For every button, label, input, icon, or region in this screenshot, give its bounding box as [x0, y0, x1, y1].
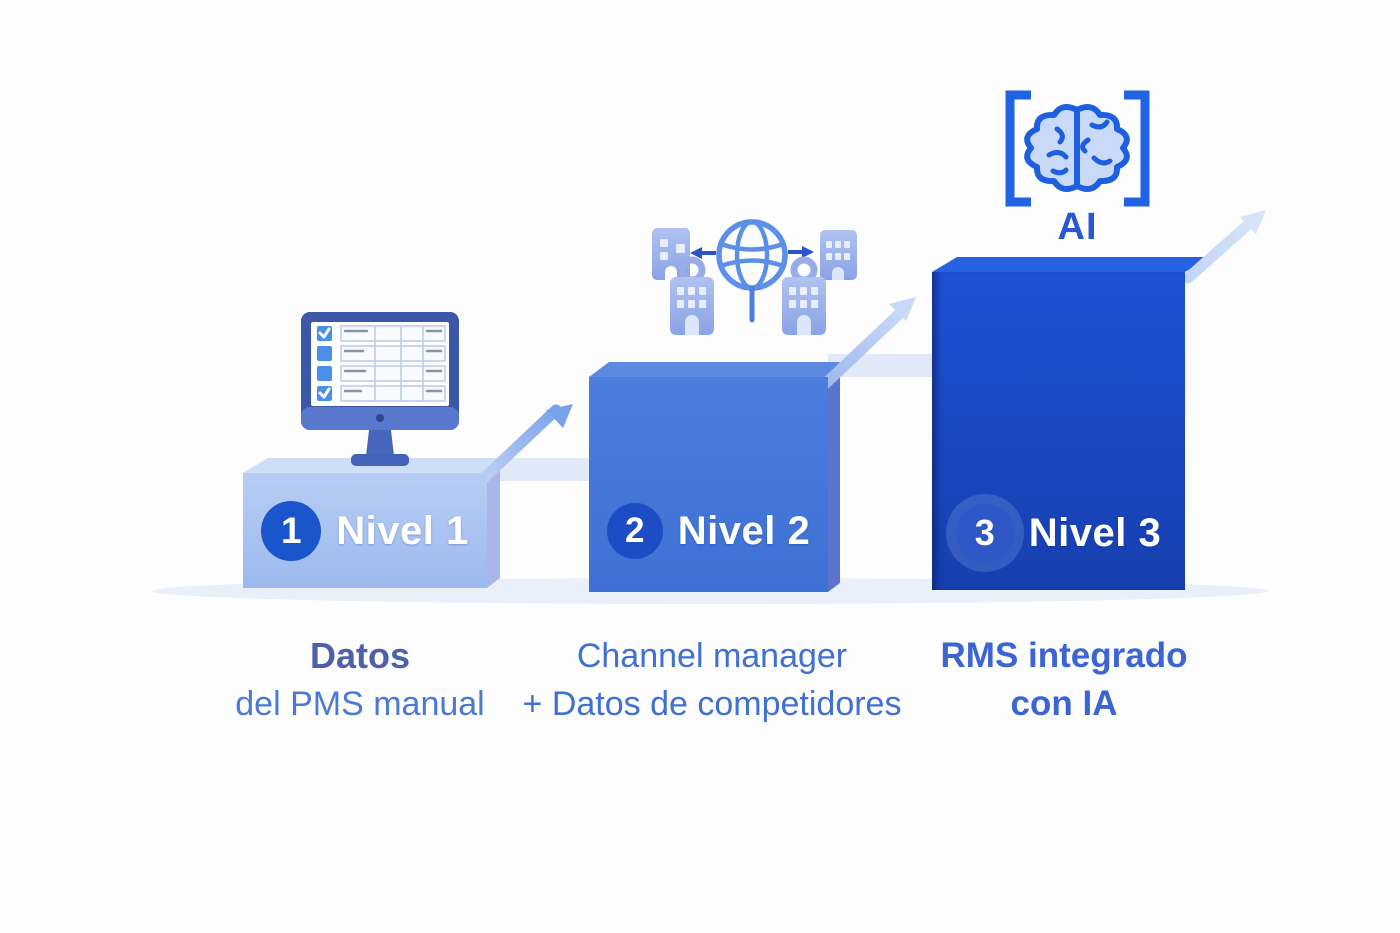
level-3-caption-subtitle: con IA: [1010, 684, 1118, 723]
level-1-caption-subtitle: del PMS manual: [235, 685, 485, 723]
level-2-caption-title: Channel manager: [576, 637, 848, 675]
level-2-block: 2 Nivel 2: [589, 377, 828, 592]
growth-arrow-1: [478, 404, 573, 484]
level-3-caption-title: RMS integrado: [940, 636, 1188, 675]
hotel-icon: [782, 256, 826, 335]
monitor-spreadsheet-icon: [301, 312, 459, 466]
ghost-band-1: [487, 458, 593, 481]
level-3-block: 3 Nivel 3: [932, 272, 1185, 590]
block2-top-face: [589, 362, 840, 377]
ai-icon-label: AI: [1057, 206, 1098, 248]
block3-top-face: [932, 257, 1210, 272]
block1-side-face: [487, 458, 500, 588]
level-1-caption: Datos del PMS manual: [130, 632, 590, 728]
level-2-badge: 2: [606, 503, 663, 559]
block2-side-face: [828, 366, 840, 592]
level-2-caption: Channel manager + Datos de competidores: [482, 632, 942, 728]
globe-network-buildings-icon: [652, 219, 857, 335]
hotel-icon: [670, 256, 714, 335]
level-1-label: Nivel 1: [336, 508, 469, 553]
level-1-caption-title: Datos: [309, 635, 411, 676]
level-3-badge: 3: [955, 504, 1014, 562]
ai-brain-brackets-icon: [1005, 90, 1150, 207]
level-1-badge: 1: [261, 501, 322, 561]
level-3-label: Nivel 3: [1028, 510, 1162, 555]
growth-arrow-3: [1182, 210, 1266, 284]
growth-arrow-2: [818, 297, 916, 391]
building-icon: [820, 230, 857, 280]
level-1-block: 1 Nivel 1: [243, 473, 487, 588]
level-2-label: Nivel 2: [677, 508, 811, 553]
level-2-caption-subtitle: + Datos de competidores: [522, 685, 902, 723]
level-3-caption: RMS integrado con IA: [834, 632, 1294, 728]
